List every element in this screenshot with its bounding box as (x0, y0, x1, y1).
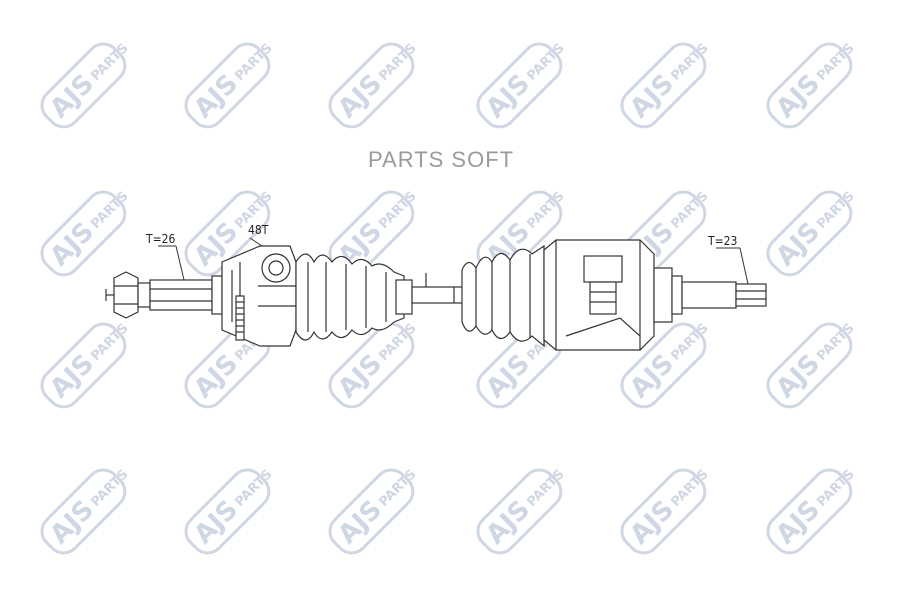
label-abs-ring: 48T (248, 223, 269, 237)
label-outer-spline: T=26 (145, 232, 176, 246)
outer-cv-joint (221, 245, 297, 347)
inner-boot (461, 244, 545, 348)
inner-stub-shaft (653, 267, 767, 323)
main-shaft (411, 273, 469, 304)
label-inner-spline: T=23 (707, 234, 737, 248)
axle-nut (105, 271, 139, 319)
outer-stub-shaft (137, 275, 223, 315)
inner-cv-housing (543, 239, 655, 351)
brand-label: PARTS SOFT (368, 147, 515, 172)
abs-ring (235, 295, 245, 341)
outer-boot (295, 253, 413, 341)
